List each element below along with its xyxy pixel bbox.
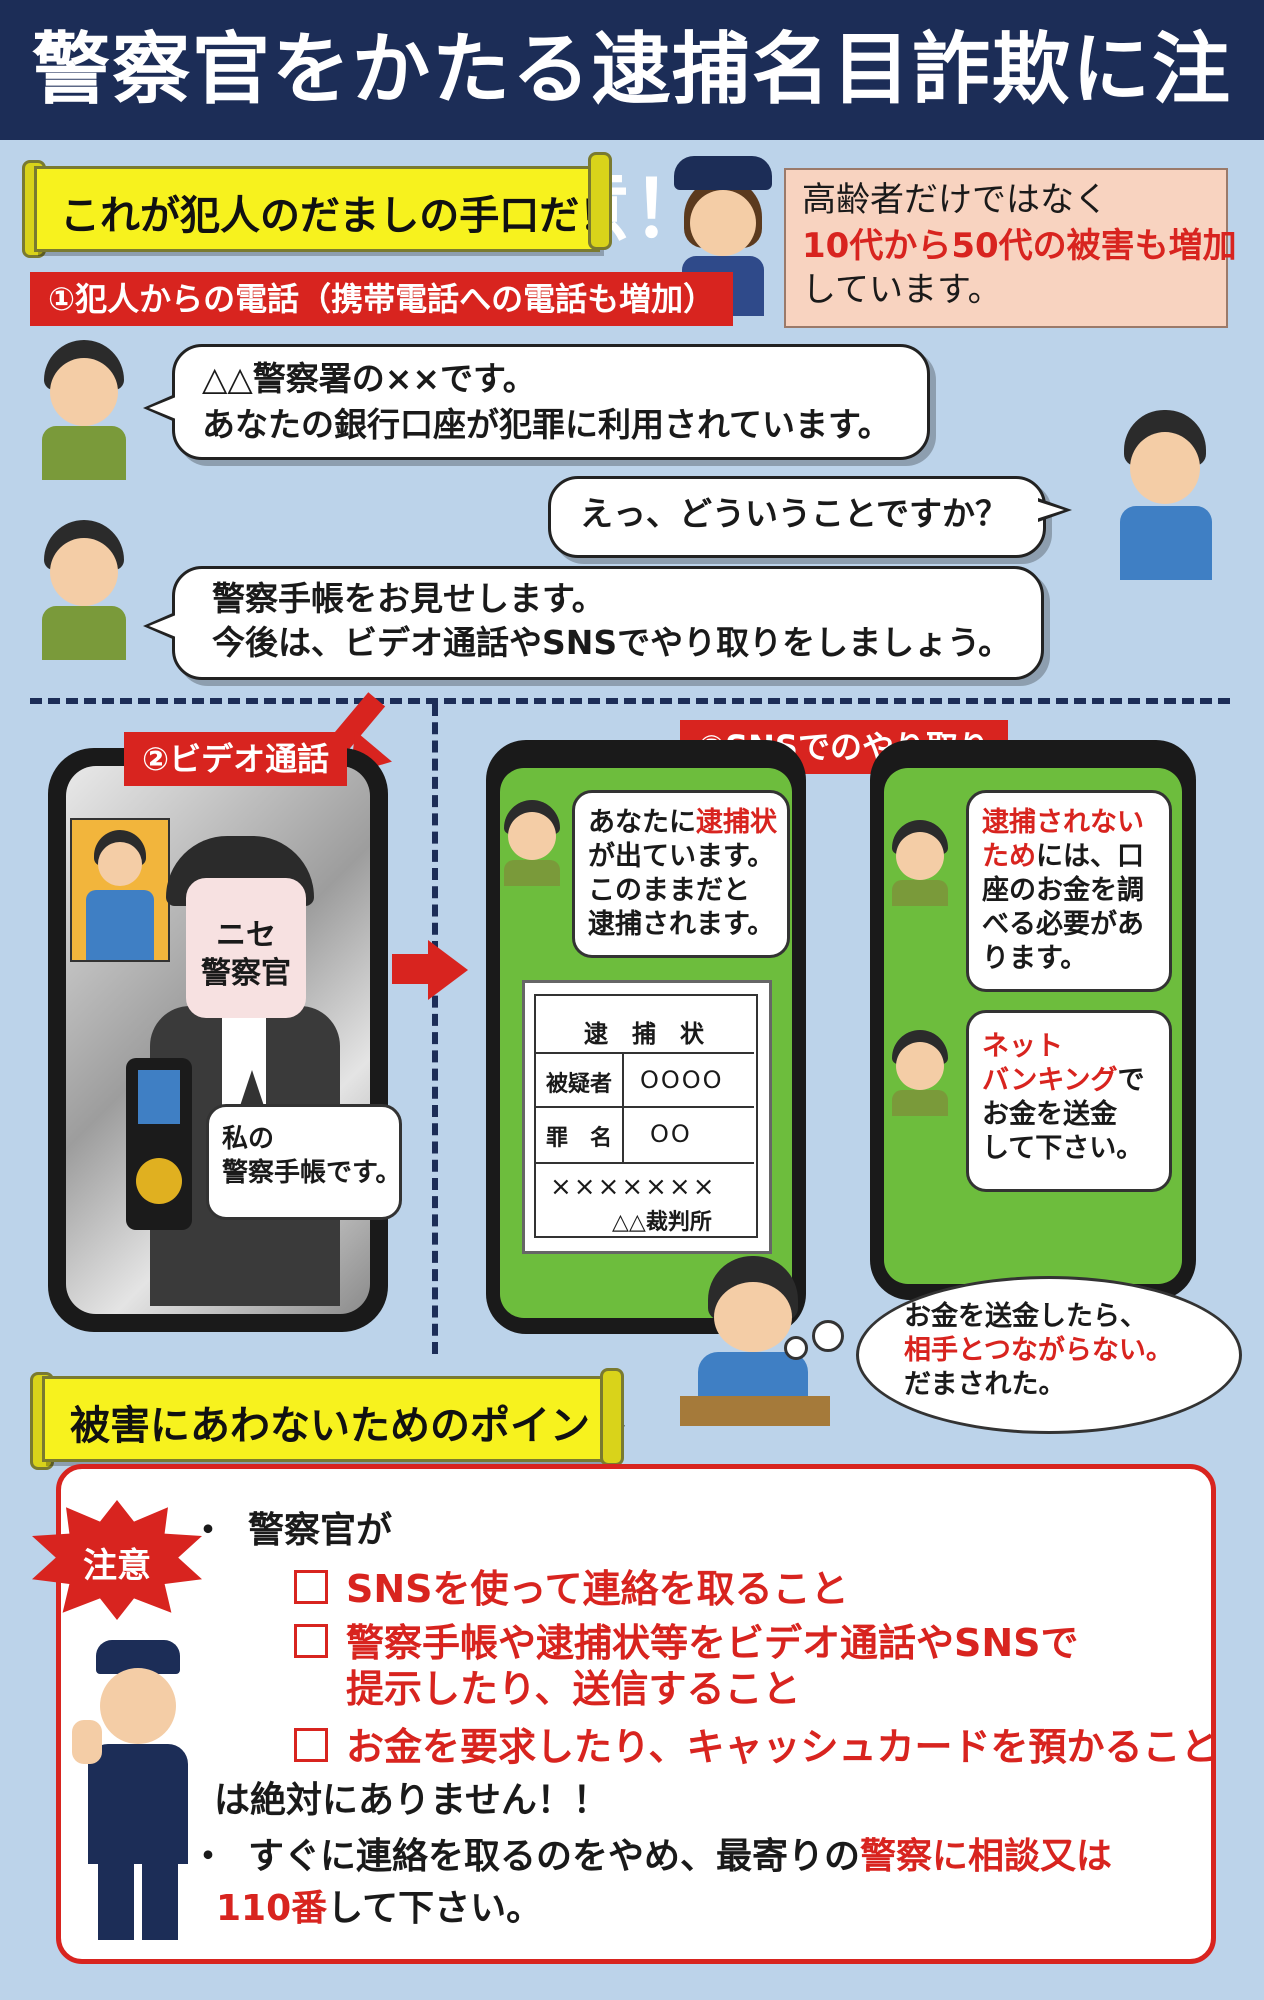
points-banner [42,1376,612,1462]
point-never: は絶対にありません！！ [214,1780,609,1821]
police-badge-icon [126,1058,192,1230]
warrant-crime-label: 罪 名 [546,1126,613,1151]
warrant-title: 逮 捕 状 [584,1020,704,1048]
sns-message-2-line-2: ためには、口 [982,841,1144,872]
arrow-head-icon [428,940,468,1000]
victim-pip-thumbnail [70,818,170,962]
info-line-3: しています。 [802,270,1002,310]
dialog-3-line-2: 今後は、ビデオ通話やSNSでやり取りをしましょう。 [212,623,1012,662]
criminal-avatar-icon [500,800,564,886]
warrant-col-line [622,1052,624,1162]
sns-message-3-line-2: バンキングで [982,1065,1145,1096]
info-line-2: 10代から50代の被害も増加 [802,226,1237,266]
section-divider [30,698,1230,704]
page-title: 警察官をかたる逮捕名目詐欺に注意！ [31,25,1232,255]
points-box [56,1464,1216,1964]
thought-line-1: お金を送金したら、 [904,1301,1147,1332]
bullet-dot: ・ [190,1836,227,1877]
bubble-tail-fill [149,397,176,419]
point-item-2a: 警察手帳や逮捕状等をビデオ通話やSNSで [346,1621,1079,1665]
point-item-1: SNSを使って連絡を取ること [346,1567,849,1611]
arrow-icon [392,954,428,984]
fake-officer-label-1: ニセ [216,918,276,953]
checkbox-icon [294,1570,328,1604]
bubble-tail [240,1070,264,1106]
sns-message-2-line-5: ります。 [982,943,1088,974]
warrant-marks: ××××××× [550,1172,717,1202]
victim-on-phone-icon [1110,410,1220,580]
banner-curl-right [600,1368,624,1466]
info-line-1: 高齢者だけではなく [802,180,1108,220]
tactics-banner-text: これが犯人のだましの手口だ！ [60,193,620,239]
column-divider [432,704,438,1354]
point-item-3: お金を要求したり、キャッシュカードを預かること [346,1725,1219,1769]
call-label: ①犯人からの電話（携帯電話への電話も増加） [30,272,734,326]
tactics-banner [34,166,600,252]
criminal-caller-icon [34,340,134,480]
hidden-face-patch [186,878,306,1018]
dialog-bubble-1 [172,344,930,460]
police-officer-icon [72,1640,202,1940]
warrant-crime-value: OO [650,1120,692,1148]
warrant-frame [534,994,758,1238]
distressed-victim-icon [680,1256,830,1426]
point-2-line-2: 110番して下さい。 [216,1888,543,1929]
bubble-tail-fill [149,615,176,637]
thought-line-3: だまされた。 [904,1369,1066,1400]
warrant-row-line [534,1052,754,1054]
criminal-caller-icon [34,520,134,660]
video-call-label: ②ビデオ通話 [124,732,348,786]
badge-speech-bubble [206,1104,402,1220]
criminal-avatar-icon [888,820,952,906]
sns-message-1-line-3: このままだと [588,875,750,906]
sns-message-3-line-1: ネット [982,1031,1063,1062]
dialog-bubble-3 [172,566,1044,680]
criminal-avatar-icon [888,1030,952,1116]
sns-message-3 [966,1010,1172,1192]
dialog-3-line-1: 警察手帳をお見せします。 [212,579,605,618]
thought-dot [784,1336,808,1360]
sns-message-2 [966,790,1172,992]
checkbox-icon [294,1728,328,1762]
points-banner-text: 被害にあわないためのポイント [70,1403,630,1449]
dialog-1-line-2: あなたの銀行口座が犯罪に利用されています。 [202,405,891,444]
thought-line-2: 相手とつながらない。 [904,1335,1173,1366]
dialog-2-text: えっ、どういうことですか？ [580,494,1009,533]
checkbox-icon [294,1624,328,1658]
warrant-suspect-value: OOOO [640,1066,724,1094]
badge-bubble-line-1: 私の [222,1124,275,1154]
info-box [784,168,1228,328]
sns-message-2-line-3: 座のお金を調 [982,875,1144,906]
fake-officer-label-2: 警察官 [201,956,291,991]
thought-dot [812,1320,844,1352]
bullet-dot: ・ [190,1510,227,1551]
sns-message-2-line-1: 逮捕されない [982,807,1144,838]
sns-message-1 [572,790,790,958]
thought-cloud [856,1276,1242,1434]
sns-message-3-line-4: して下さい。 [982,1133,1144,1164]
bubble-tail-fill [1036,501,1064,519]
dialog-1-line-1: △△警察署の××です。 [202,359,536,398]
warrant-row-line [534,1162,754,1164]
sns-message-3-line-3: お金を送金 [982,1099,1117,1130]
point-2-line-1: すぐに連絡を取るのをやめ、最寄りの警察に相談又は [248,1836,1113,1877]
caution-text: 注意 [83,1546,151,1586]
warrant-suspect-label: 被疑者 [546,1072,613,1097]
badge-bubble-line-2: 警察手帳です。 [222,1158,402,1188]
sns-message-2-line-4: べる必要があ [982,909,1144,940]
sns-message-1-line-1: あなたに逮捕状 [588,807,777,838]
sns-message-1-line-2: が出ています。 [588,841,775,872]
header-bar [0,0,1264,140]
point-1-intro: 警察官が [248,1510,393,1551]
policewoman-icon [668,148,778,318]
warrant-court: △△裁判所 [612,1210,712,1235]
banner-curl-right [588,152,612,250]
sns-message-1-line-4: 逮捕されます。 [588,909,775,940]
arrest-warrant [522,980,772,1254]
warrant-row-line [534,1106,754,1108]
point-item-2b: 提示したり、送信すること [346,1667,801,1711]
